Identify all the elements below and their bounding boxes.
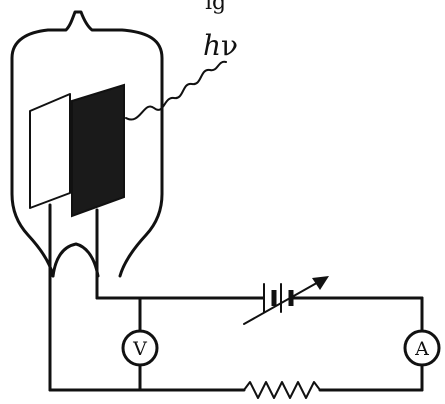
voltmeter-circle bbox=[121, 329, 159, 367]
photon-wave-icon bbox=[125, 60, 227, 121]
photon-label: hν bbox=[203, 29, 238, 62]
variable-battery-icon bbox=[243, 276, 329, 325]
photon-label-h: h bbox=[203, 29, 221, 62]
voltmeter-label: V bbox=[132, 338, 147, 360]
cropped-heading-fragment: ig bbox=[205, 0, 226, 15]
ammeter-circle bbox=[403, 329, 441, 367]
cathode-plate bbox=[71, 83, 125, 218]
photon-label-nu: ν bbox=[221, 29, 238, 62]
vacuum-tube-envelope bbox=[10, 10, 164, 278]
anode-plate bbox=[29, 93, 71, 209]
tube-base-inner-line bbox=[51, 242, 100, 278]
voltmeter: V bbox=[121, 329, 159, 367]
resistor-icon bbox=[243, 381, 321, 399]
ammeter: A bbox=[403, 329, 441, 367]
ammeter-label: A bbox=[414, 338, 429, 360]
